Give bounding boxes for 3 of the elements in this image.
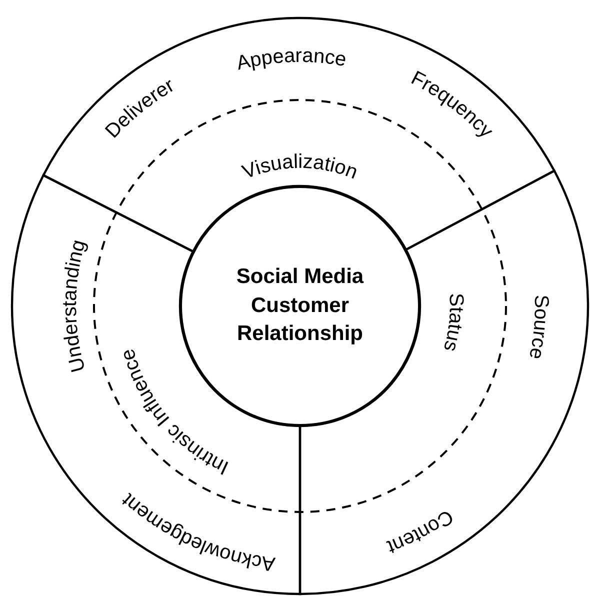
sector-label: Visualization: [240, 150, 361, 184]
sector-label: Appearance: [234, 44, 348, 75]
center-title: Social Media Customer Relationship: [235, 264, 365, 348]
